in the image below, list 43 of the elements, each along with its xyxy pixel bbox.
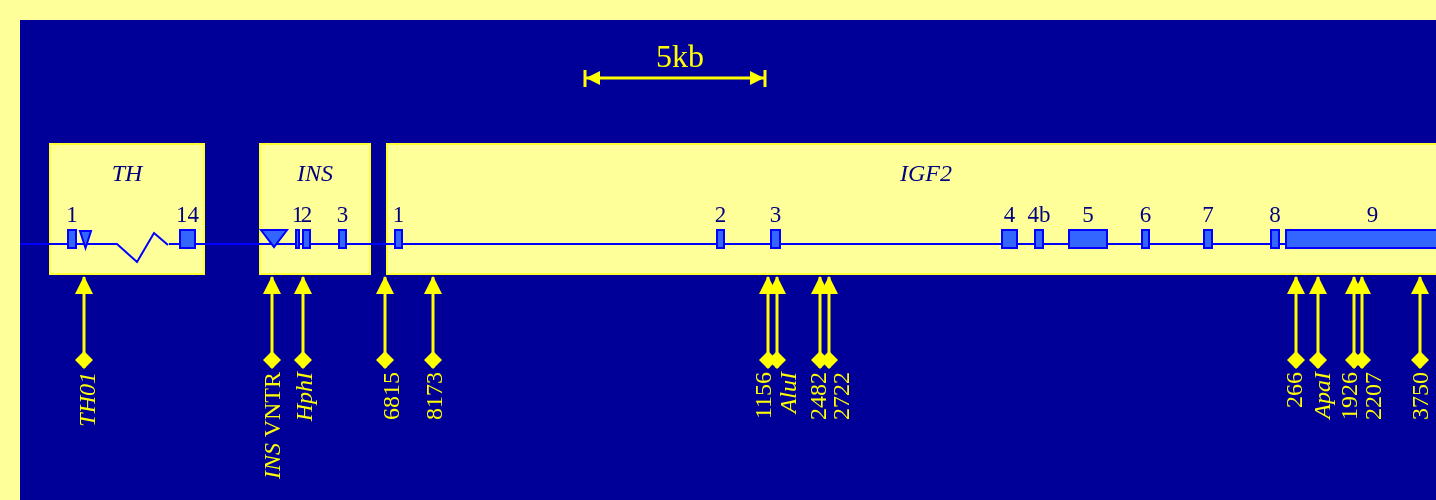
marker-name: 8173	[421, 372, 447, 420]
exon-number: 2	[300, 203, 313, 227]
marker-name: TH01	[74, 372, 100, 427]
marker-arrow	[1309, 276, 1327, 369]
exon-number: 1	[66, 203, 78, 227]
marker-name: 3750	[1407, 372, 1433, 420]
gene-box	[386, 143, 1436, 275]
marker-name: HphI	[291, 372, 317, 422]
marker-name: 2207	[1360, 372, 1386, 420]
gene-name: TH	[111, 159, 143, 187]
exon-number: 4	[1003, 203, 1016, 227]
marker-arrow	[376, 276, 394, 369]
marker-arrow	[75, 276, 93, 369]
marker-name: AluI	[775, 372, 801, 414]
exon-number: 8	[1269, 203, 1281, 227]
exon-number: 1	[392, 203, 405, 227]
marker-arrow	[424, 276, 442, 369]
exon-number: 4b	[1027, 203, 1051, 227]
marker-name: INS VNTR	[259, 372, 285, 479]
gene-box	[49, 143, 205, 275]
gene-name: INS	[297, 159, 333, 187]
marker-arrow	[294, 276, 312, 369]
marker-arrow	[263, 276, 281, 369]
exon-number: 6	[1139, 203, 1152, 227]
marker-name: 2482	[805, 372, 831, 420]
gene-name: IGF2	[900, 159, 952, 187]
exon-number: 3	[769, 203, 782, 227]
exon-number: 3	[336, 203, 349, 227]
marker-name: 2722	[828, 372, 854, 420]
marker-name: ApaI	[1309, 372, 1335, 419]
marker-arrow	[1287, 276, 1305, 369]
exon-number: 7	[1202, 203, 1214, 227]
scale-label: 5kb	[655, 38, 705, 74]
marker-name: 266	[1281, 372, 1307, 408]
marker-arrow	[1411, 276, 1429, 369]
exon-number: 5	[1082, 203, 1094, 227]
marker-name: 1156	[750, 372, 776, 420]
exon-number: 9	[1366, 203, 1379, 227]
exon-number: 2	[714, 203, 727, 227]
gene-box	[259, 143, 371, 275]
exon-number: 14	[176, 203, 199, 227]
marker-name: 1926	[1336, 372, 1362, 420]
marker-name: 6815	[378, 372, 404, 420]
